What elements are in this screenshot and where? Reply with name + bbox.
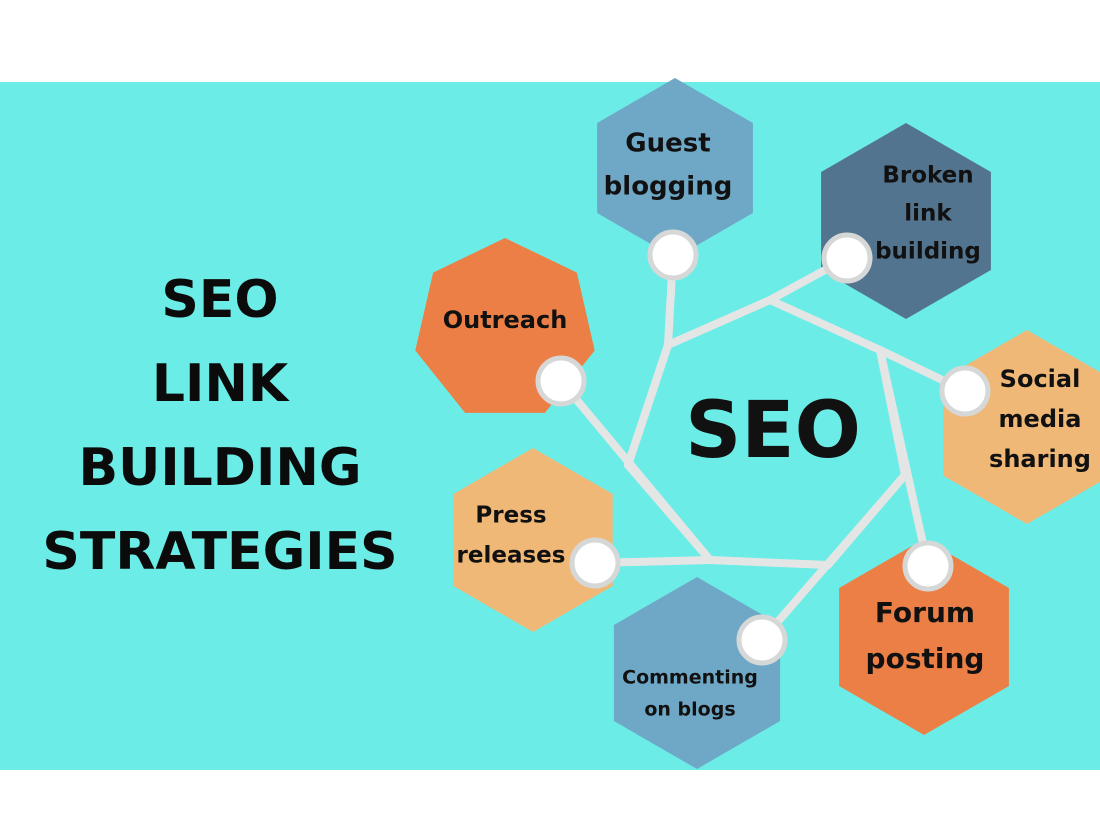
strategy-label-social-line-1: Social xyxy=(1000,365,1081,393)
connector-line xyxy=(624,341,672,469)
strategy-label-commenting-line-1: Commenting xyxy=(622,667,758,689)
connector-line xyxy=(706,556,832,569)
connector-line xyxy=(664,296,774,349)
title-line-1: SEO xyxy=(161,270,279,330)
title-line-3: BUILDING xyxy=(78,438,362,498)
hexagon-forum xyxy=(839,539,1009,735)
strategy-label-social-line-2: media xyxy=(999,405,1082,433)
strategy-label-press-line-2: releases xyxy=(457,543,566,569)
strategy-label-forum-line-2: posting xyxy=(866,642,985,675)
node-dot-press xyxy=(569,537,621,589)
strategy-label-social-line-3: sharing xyxy=(989,445,1091,473)
connector-line xyxy=(758,471,909,644)
strategy-label-guest-line-2: blogging xyxy=(604,172,733,202)
node-dot-guest xyxy=(647,229,699,281)
connector-line xyxy=(766,296,884,354)
strategy-label-guest-line-1: Guest xyxy=(625,129,710,159)
title-line-4: STRATEGIES xyxy=(42,522,398,582)
strategy-label-commenting-line-2: on blogs xyxy=(644,699,735,721)
hexagon-press xyxy=(453,448,613,632)
connector-line xyxy=(557,377,714,564)
hexagon-guest xyxy=(597,78,753,258)
page-title: SEO LINK BUILDING STRATEGIES xyxy=(20,258,420,594)
center-seo-label: SEO xyxy=(685,386,861,476)
strategy-label-outreach-line-1: Outreach xyxy=(443,306,568,334)
strategy-label-broken-line-2: link xyxy=(904,201,952,227)
strategy-label-broken-line-3: building xyxy=(875,239,981,265)
node-dot-broken xyxy=(821,232,873,284)
node-dot-social xyxy=(939,365,991,417)
node-dot-forum xyxy=(902,540,954,592)
node-dot-outreach xyxy=(535,355,587,407)
connector-line xyxy=(876,346,932,570)
hexagon-commenting xyxy=(613,577,781,769)
title-line-2: LINK xyxy=(151,354,289,414)
strategy-label-press-line-1: Press xyxy=(475,503,546,529)
strategy-label-broken-line-1: Broken xyxy=(882,163,973,189)
node-dot-commenting xyxy=(736,614,788,666)
strategy-label-forum-line-1: Forum xyxy=(875,596,975,629)
